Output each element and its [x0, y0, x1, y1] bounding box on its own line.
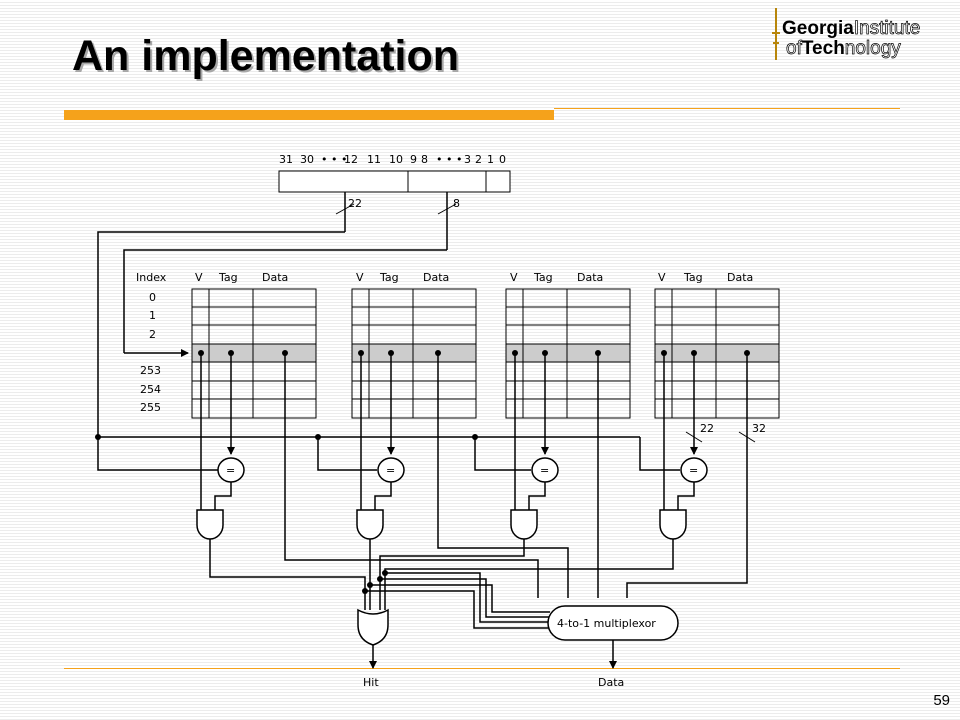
comparator-2: =: [377, 457, 405, 483]
logo-line2: ofTechnology: [786, 38, 901, 59]
address-box: [278, 170, 511, 193]
bit-label-31: 31: [279, 153, 293, 166]
tag-bus: [97, 231, 680, 471]
way4-data-width-label: 32: [752, 422, 766, 435]
index-label-255: 255: [140, 401, 161, 414]
index-label-2: 2: [149, 328, 156, 341]
compare-wires: [214, 482, 695, 510]
or-gate: [357, 608, 389, 646]
index-width-slash: [437, 203, 457, 215]
way3-table: [505, 288, 631, 419]
and-gate-4: [659, 509, 687, 540]
output-wires: [369, 640, 617, 669]
index-bus: [123, 249, 447, 357]
index-label-253: 253: [140, 364, 161, 377]
way2-data-header: Data: [423, 271, 449, 284]
way3-data-header: Data: [577, 271, 603, 284]
multiplexor-label: 4-to-1 multiplexor: [557, 617, 656, 630]
tag-bus-junctions: [95, 434, 478, 440]
way2-table: [351, 288, 477, 419]
title-underline-thin: [554, 108, 900, 109]
way1-data-header: Data: [262, 271, 288, 284]
and-gates: [196, 509, 687, 540]
svg-text:=: =: [540, 464, 549, 477]
and-gate-3: [510, 509, 538, 540]
bit-label-11: 11: [367, 153, 381, 166]
footer-rule: [64, 668, 900, 669]
slide-number: 59: [933, 692, 950, 709]
way2-tag-header: Tag: [379, 271, 399, 284]
way1-tag-header: Tag: [218, 271, 238, 284]
way4-data-header: Data: [727, 271, 753, 284]
index-label-0: 0: [149, 291, 156, 304]
way1-table: [191, 288, 317, 419]
multiplexor: 4-to-1 multiplexor: [547, 605, 679, 641]
comparator-4: =: [680, 457, 708, 483]
way1-v-header: V: [195, 271, 203, 284]
way4-tag-width-label: 22: [700, 422, 714, 435]
way3-tag-header: Tag: [533, 271, 553, 284]
way4-table: [654, 288, 780, 419]
svg-text:=: =: [226, 464, 235, 477]
and-gate-2: [356, 509, 384, 540]
address-register: 31 30 • • • 12 11 10 9 8 • • • 3 2 1 0 2…: [278, 153, 511, 250]
bit-label-9: 9: [410, 153, 417, 166]
row-tap-dots: [198, 350, 750, 356]
way-headers: V Tag Data V Tag Data V Tag Data V Tag D…: [195, 271, 753, 284]
index-width-label: 8: [453, 197, 460, 210]
way3-v-header: V: [510, 271, 518, 284]
bit-label-0: 0: [499, 153, 506, 166]
bit-label-12: 12: [344, 153, 358, 166]
way4-tag-header: Tag: [683, 271, 703, 284]
bit-label-10: 10: [389, 153, 403, 166]
bit-label-1: 1: [487, 153, 494, 166]
data-output-label: Data: [598, 676, 624, 689]
row-taps: [200, 353, 748, 598]
way2-selected-row: [352, 344, 476, 362]
bit-label-3: 3: [464, 153, 471, 166]
index-column: Index 0 1 2 253 254 255: [136, 271, 167, 414]
bit-label-8: 8: [421, 153, 428, 166]
way-tables: [191, 288, 780, 419]
comparator-3: =: [531, 457, 559, 483]
bit-label-2: 2: [475, 153, 482, 166]
way2-v-header: V: [356, 271, 364, 284]
bit-label-30: 30: [300, 153, 314, 166]
logo-line1: GeorgiaInstitute: [782, 18, 920, 39]
comparators: = = = =: [217, 457, 708, 483]
georgia-tech-logo: GeorgiaInstitute ofTechnology: [772, 8, 921, 60]
bit-ellipsis-high: • • •: [321, 153, 347, 166]
way4-selected-row: [655, 344, 779, 362]
tag-width-slash: [335, 203, 355, 215]
index-header: Index: [136, 271, 167, 284]
way1-selected-row: [192, 344, 316, 362]
index-label-1: 1: [149, 309, 156, 322]
tower-icon: [772, 8, 780, 60]
way3-selected-row: [506, 344, 630, 362]
way4-v-header: V: [658, 271, 666, 284]
hit-wires: [209, 539, 674, 629]
hit-wire-junctions: [362, 570, 388, 594]
way4-width-slashes: [685, 431, 756, 443]
index-label-254: 254: [140, 383, 161, 396]
bit-ellipsis-low: • • •: [436, 153, 462, 166]
svg-text:=: =: [689, 464, 698, 477]
and-gate-1: [196, 509, 224, 540]
slide-title: An implementation: [72, 32, 460, 80]
svg-text:=: =: [386, 464, 395, 477]
comparator-1: =: [217, 457, 245, 483]
tag-width-label: 22: [348, 197, 362, 210]
hit-output-label: Hit: [363, 676, 379, 689]
title-underline-thick: [64, 110, 554, 120]
